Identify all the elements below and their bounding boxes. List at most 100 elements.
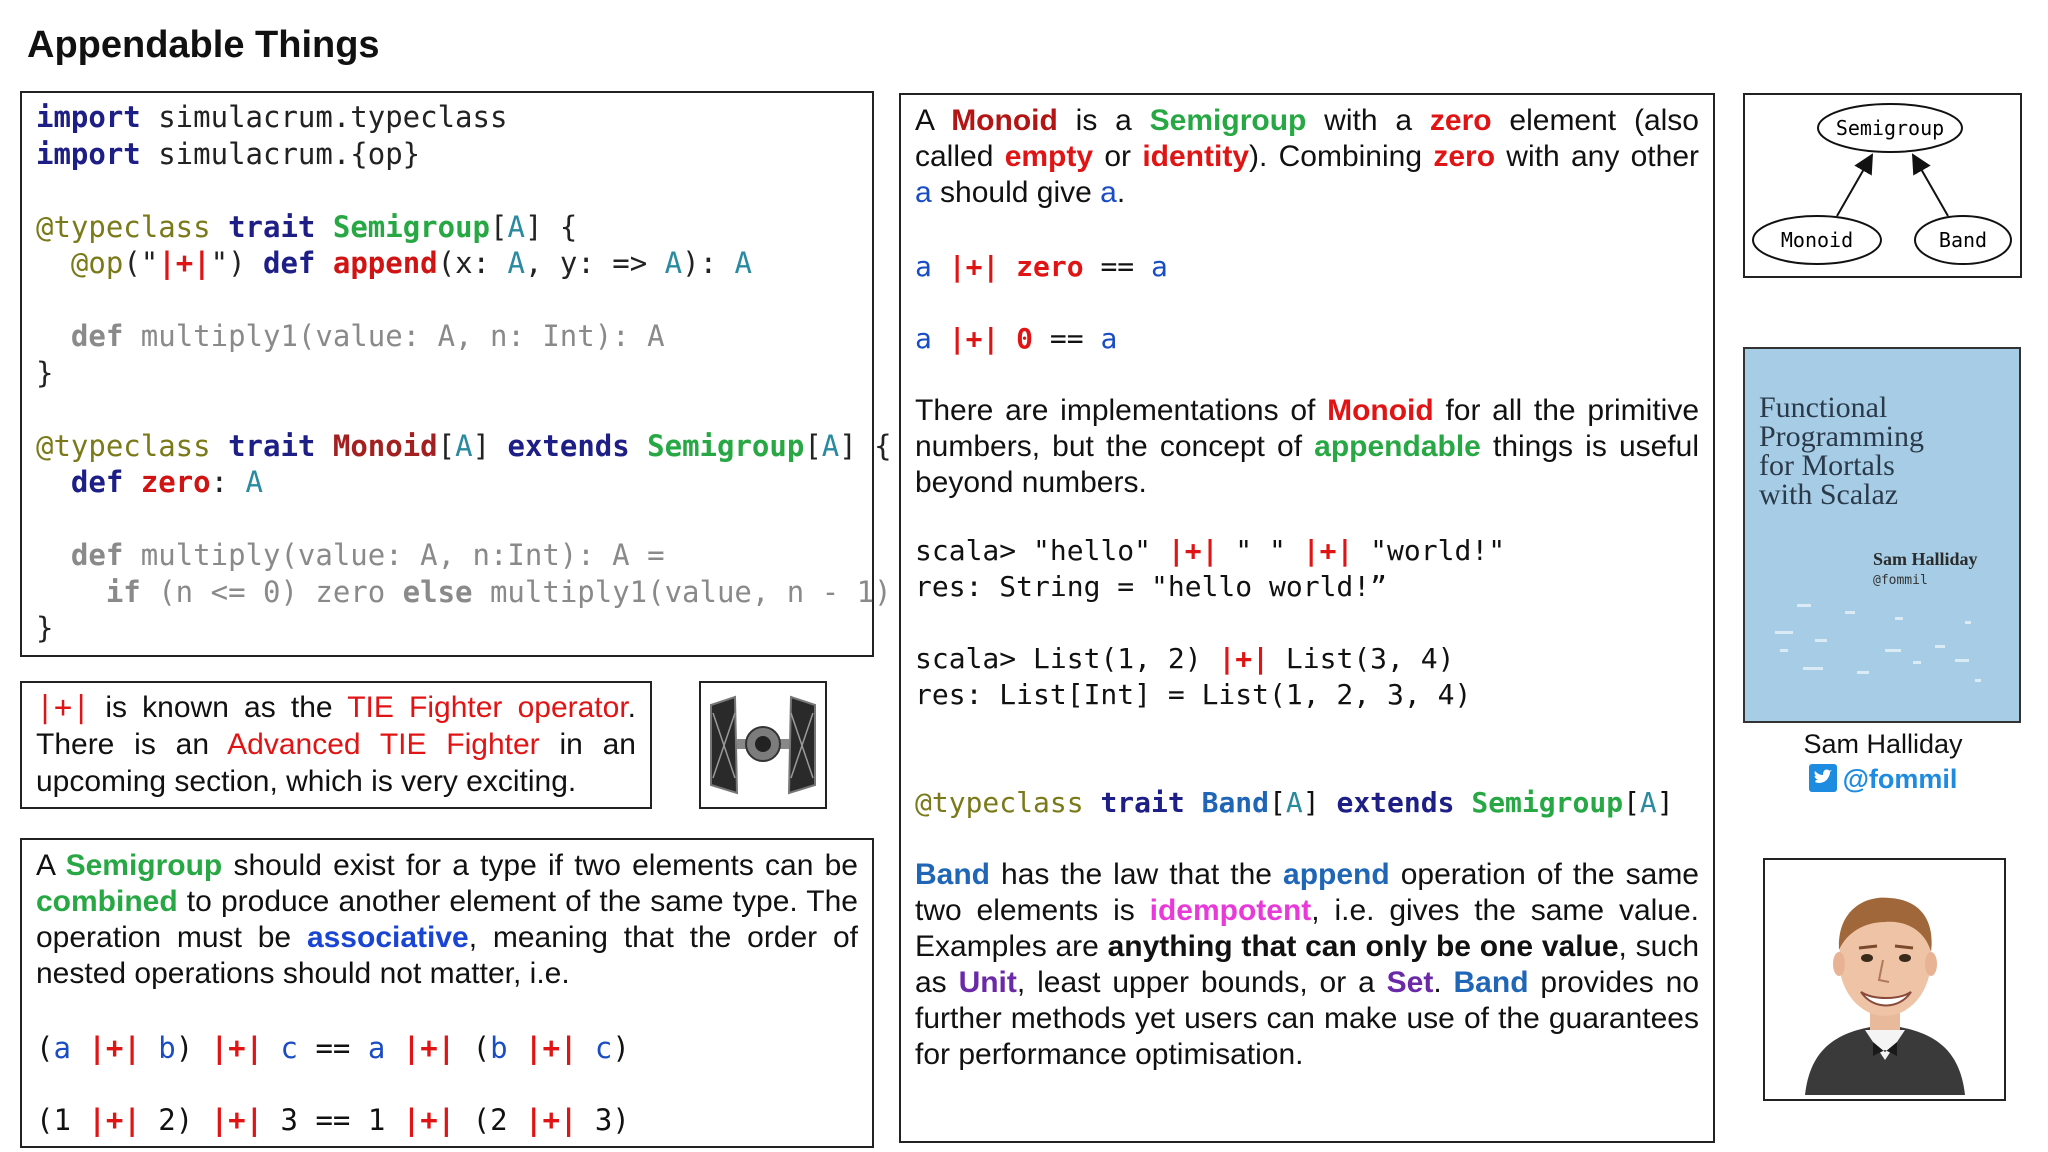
text: . There is an (36, 691, 637, 761)
op-symbol: |+| (948, 250, 1000, 283)
op-symbol: |+| (948, 322, 1000, 355)
associative-term: associative (306, 921, 469, 954)
var-b: b (490, 1031, 508, 1065)
identity-law-symbolic: a |+| zero == a (915, 250, 1168, 283)
repl-list1: List(1, 2) (1016, 642, 1219, 675)
code-box-typeclasses: import simulacrum.typeclass import simul… (20, 91, 892, 657)
text: has the law that the (990, 858, 1284, 891)
op-symbol: |+| (1218, 642, 1270, 675)
text: is known as the (90, 691, 348, 724)
zero-term: zero (1429, 104, 1492, 137)
text: is a (1057, 104, 1150, 137)
name-monoid: Monoid (332, 428, 438, 463)
text: provides no further methods yet users ca… (915, 966, 1700, 1071)
identity-law-numeric: a |+| 0 == a (915, 322, 1118, 355)
text: to produce another element of the same t… (36, 885, 858, 954)
append-term: append (1283, 858, 1390, 891)
portrait-illustration (1805, 897, 1965, 1095)
text: , meaning that the order of nested opera… (36, 921, 859, 990)
semigroup-explanation: A Semigroup should exist for a type if t… (20, 838, 874, 1148)
var-a: a (915, 176, 932, 209)
edge-monoid-semigroup (1836, 153, 1873, 217)
empty-term: empty (1004, 140, 1094, 173)
type-a: A (664, 246, 683, 280)
type-a: A (245, 465, 264, 499)
text: . (1116, 176, 1126, 209)
type-a: A (821, 428, 840, 463)
typeclass-hierarchy-diagram: Semigroup Monoid Band (1743, 93, 2022, 278)
repl-world: "world!" (1353, 534, 1506, 567)
kw-extends: extends (507, 428, 630, 463)
edge-band-semigroup (1912, 153, 1949, 217)
else-branch: multiply1(value, n - 1) (472, 574, 892, 609)
book-title-line: Functional (1759, 391, 1888, 424)
zero-term: zero (1433, 140, 1496, 173)
text: element (also called (915, 104, 1699, 173)
text: or (1093, 140, 1143, 173)
type-a: A (455, 428, 473, 463)
text: There are implementations of (915, 394, 1328, 427)
twitter-handle[interactable]: @fommil (1842, 764, 1958, 794)
kw-trait: trait (1100, 786, 1185, 819)
name-band: Band (1201, 786, 1270, 819)
node-semigroup (1817, 103, 1963, 153)
type-a: A (1639, 786, 1657, 819)
var-c: c (280, 1031, 298, 1065)
twitter-link[interactable]: @fommil (1743, 764, 2023, 795)
band-paragraph: Band has the law that the append operati… (915, 857, 1699, 1073)
text: in an upcoming section, which is very ex… (36, 728, 636, 798)
monoid-band-explanation: A Monoid is a Semigroup with a zero elem… (899, 93, 1715, 1143)
node-monoid-label: Monoid (1781, 228, 1853, 252)
fn-zero: zero (140, 465, 211, 499)
band-declaration: @typeclass trait Band[A] extends Semigro… (915, 786, 1674, 819)
if-condition: (n <= 0) zero (140, 574, 403, 609)
repl-prompt: scala> (915, 534, 1017, 567)
tie-fighter-note: |+| is known as the TIE Fighter operator… (20, 681, 652, 809)
op-symbol: |+| (158, 246, 211, 280)
text: . (1433, 966, 1454, 999)
var-c: c (594, 1031, 613, 1065)
op-symbol: |+| (88, 1103, 141, 1137)
repl-list2: List(3, 4) (1269, 642, 1455, 675)
var-a: a (1100, 176, 1117, 209)
text: , least upper bounds, or a (1016, 966, 1387, 999)
var-a: a (915, 322, 932, 355)
ann-typeclass: @typeclass (36, 209, 211, 244)
text: with any other (1495, 140, 1700, 173)
tie-fighter-name: TIE Fighter operator (347, 691, 628, 724)
num: 2 (490, 1103, 508, 1137)
num: 1 (53, 1103, 71, 1137)
combined-term: combined (36, 885, 178, 918)
name-semigroup: Semigroup (332, 209, 490, 244)
advanced-tie-name: Advanced TIE Fighter (227, 728, 540, 761)
book-cover: Functional Programming for Mortals with … (1743, 347, 2021, 723)
node-monoid (1752, 215, 1882, 265)
text: should exist for a type if two elements … (222, 849, 858, 882)
kw-def: def (70, 465, 124, 499)
kw-import: import (36, 100, 141, 134)
book-title-line: with Scalaz (1759, 478, 1899, 511)
op-symbol: |+| (1167, 534, 1219, 567)
identity-term: identity (1142, 140, 1249, 173)
kw-import: import (36, 136, 141, 171)
ann-typeclass: @typeclass (915, 786, 1084, 819)
repl-result-string: res: String = "hello world!” (915, 570, 1388, 603)
kw-def: def (70, 538, 124, 572)
ann-typeclass: @typeclass (36, 428, 211, 463)
associativity-law-symbolic: (a |+| b) |+| c == a |+| (b |+| c) (36, 1031, 630, 1065)
text: A (36, 849, 66, 882)
band-term: Band (915, 858, 990, 891)
text: should give (931, 176, 1101, 209)
op-symbol: |+| (402, 1103, 456, 1137)
kw-def: def (263, 246, 316, 280)
op-symbol: |+| (402, 1031, 456, 1065)
repl-string-example: scala> "hello" |+| " " |+| "world!" res:… (915, 533, 1699, 605)
fn-append: append (332, 246, 438, 280)
book-title-line: for Mortals (1759, 449, 1895, 482)
import-line-1: simulacrum.typeclass (140, 100, 508, 134)
unit-term: Unit (958, 966, 1017, 999)
kw-else: else (402, 574, 473, 609)
text: ). Combining (1249, 140, 1434, 173)
num: 2 (158, 1103, 176, 1137)
type-a: A (1285, 786, 1303, 819)
